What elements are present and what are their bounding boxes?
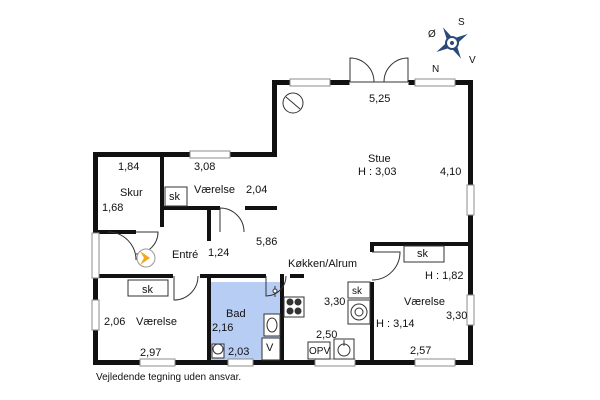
bath-fixtures [211, 286, 281, 361]
kitchen-sink [333, 338, 355, 360]
heating-stove [347, 299, 371, 325]
stue-dim-top: 5,25 [369, 93, 391, 105]
closets [127, 186, 445, 299]
windows [91, 78, 475, 367]
vaerelse-1-dim-side: 2,04 [246, 184, 268, 196]
closet-label-4: sk [352, 286, 362, 297]
closet-label-1: sk [169, 191, 180, 203]
stue-height: H : 3,03 [358, 166, 397, 178]
bad-dim-side: 2,16 [212, 322, 234, 334]
closet-label-3: sk [142, 284, 153, 296]
compass-letter-west: V [469, 55, 476, 66]
closet-label-2: sk [417, 248, 428, 260]
wood-stove [282, 92, 304, 114]
stue-label: Stue [368, 153, 391, 165]
ventilation-label: V [266, 342, 274, 354]
dishwasher-label: OPV [309, 346, 331, 357]
disclaimer-text: Vejledende tegning uden ansvar. [96, 372, 242, 383]
hall-dim: 5,86 [256, 236, 278, 248]
vaerelse-2-height-top: H : 1,82 [425, 270, 464, 282]
vaerelse-3-dim-bottom: 2,97 [140, 347, 162, 359]
vaerelse-1-label: Værelse [194, 184, 235, 196]
compass-letter-north: N [432, 64, 440, 75]
compass-rose-icon [436, 27, 468, 59]
vaerelse-3-label: Værelse [136, 316, 177, 328]
koekken-label: Køkken/Alrum [288, 258, 358, 270]
vaerelse-3-dim-side: 2,06 [104, 316, 126, 328]
skur-dim-top: 1,84 [118, 161, 140, 173]
koekken-dim-side: 3,30 [324, 296, 346, 308]
vaerelse-2-dim-bottom: 2,57 [410, 345, 432, 357]
skur-label: Skur [120, 187, 143, 199]
entry-arrow-icon [136, 248, 156, 268]
vaerelse-2-dim-side: 3,30 [446, 310, 468, 322]
vaerelse-2-height: H : 3,14 [376, 318, 415, 330]
entre-dim: 1,24 [208, 247, 230, 259]
stove [283, 296, 305, 318]
bad-dim-bottom: 2,03 [228, 346, 250, 358]
doors [107, 57, 409, 301]
compass-letter-east: Ø [428, 29, 436, 40]
vaerelse-1-dim-top: 3,08 [194, 161, 216, 173]
dishwasher-box [307, 341, 331, 360]
vaerelse-2-label: Værelse [404, 296, 445, 308]
entre-label: Entré [172, 249, 199, 261]
compass-letter-south: S [458, 17, 465, 28]
stue-dim-side: 4,10 [440, 166, 462, 178]
skur-dim-side: 1,68 [102, 202, 124, 214]
koekken-dim-bottom: 2,50 [316, 329, 338, 341]
interior-walls [93, 157, 473, 364]
bad-label: Bad [226, 308, 246, 320]
